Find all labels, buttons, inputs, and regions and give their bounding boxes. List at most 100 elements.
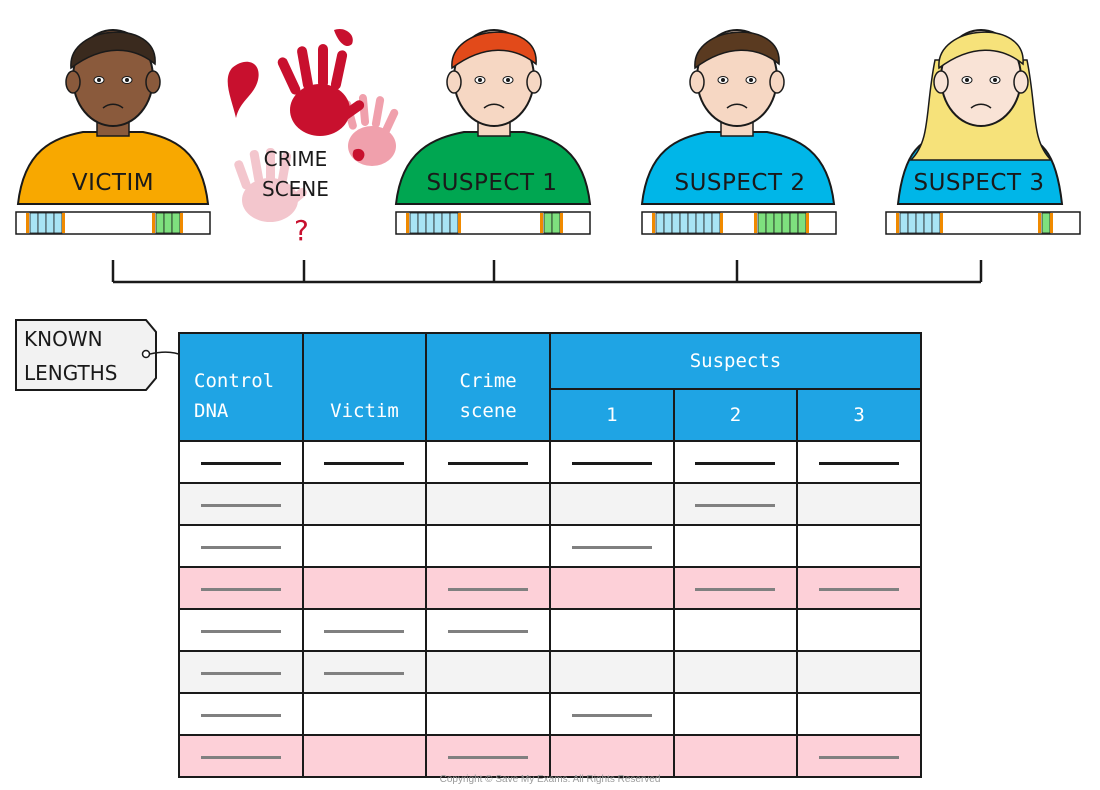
dna-band xyxy=(200,713,281,717)
crime-scene-line1: CRIME xyxy=(263,147,328,171)
dna-band xyxy=(819,461,900,465)
table-cell xyxy=(548,608,675,652)
header-control-line2: DNA xyxy=(194,400,229,422)
table-cell xyxy=(548,482,675,526)
table-cell xyxy=(548,524,675,568)
table-cell xyxy=(301,440,428,484)
table-cell xyxy=(672,482,799,526)
header-crime-line2: scene xyxy=(459,400,517,422)
table-cell xyxy=(301,482,428,526)
table-cell xyxy=(796,692,922,736)
dna-band xyxy=(571,461,652,465)
suspect-3-label: SUSPECT 3 xyxy=(913,170,1045,196)
dna-band xyxy=(448,587,529,591)
table-cell xyxy=(178,524,304,568)
table-cell xyxy=(178,692,304,736)
dna-band xyxy=(324,461,405,465)
table-cell xyxy=(672,524,799,568)
table-cell xyxy=(796,482,922,526)
table-cell xyxy=(796,608,922,652)
table-row xyxy=(178,608,922,652)
callout-line2: LENGTHS xyxy=(24,361,118,385)
table-cell xyxy=(672,566,799,610)
dna-band xyxy=(448,629,529,633)
dna-band xyxy=(324,671,405,675)
table-row xyxy=(178,440,922,484)
dna-band xyxy=(819,755,900,759)
dna-band xyxy=(448,755,529,759)
dna-profile-table: Control DNA Victim Crime scene Suspects … xyxy=(178,332,923,778)
dna-band xyxy=(571,713,652,717)
table-cell xyxy=(548,734,675,778)
header-suspect-2: 2 xyxy=(672,388,799,442)
table-row xyxy=(178,734,922,778)
header-control-line1: Control xyxy=(194,370,275,392)
table-row xyxy=(178,566,922,610)
table-cell xyxy=(301,566,428,610)
table-cell xyxy=(301,692,428,736)
dna-band xyxy=(695,461,776,465)
table-row xyxy=(178,692,922,736)
table-cell xyxy=(301,650,428,694)
callout-line1: KNOWN xyxy=(24,327,103,351)
suspect-1-label: SUSPECT 1 xyxy=(426,170,558,196)
dna-band xyxy=(695,503,776,507)
header-crime-scene: Crime scene xyxy=(425,332,551,442)
dna-band xyxy=(324,629,405,633)
dna-band xyxy=(200,503,281,507)
table-cell xyxy=(672,608,799,652)
table-cell xyxy=(425,524,551,568)
dna-band xyxy=(695,587,776,591)
crime-scene-label: CRIME SCENE xyxy=(262,144,329,204)
table-cell xyxy=(548,440,675,484)
dna-band xyxy=(819,587,900,591)
table-cell xyxy=(796,566,922,610)
table-cell xyxy=(178,608,304,652)
table-cell xyxy=(178,440,304,484)
header-crime-line1: Crime xyxy=(459,370,517,392)
table-cell xyxy=(796,734,922,778)
table-row xyxy=(178,524,922,568)
header-control-dna: Control DNA xyxy=(178,332,304,442)
suspect-2-label: SUSPECT 2 xyxy=(674,170,806,196)
header-suspect-3: 3 xyxy=(796,388,922,442)
table-cell xyxy=(425,440,551,484)
suspects-illustration xyxy=(15,28,1081,284)
dna-band xyxy=(200,755,281,759)
dna-band xyxy=(200,545,281,549)
dna-band xyxy=(200,671,281,675)
dna-band xyxy=(448,461,529,465)
table-cell xyxy=(301,734,428,778)
table-body xyxy=(178,440,922,778)
person-figure xyxy=(394,29,592,235)
dna-band xyxy=(571,545,652,549)
table-row xyxy=(178,482,922,526)
table-cell xyxy=(178,734,304,778)
table-cell xyxy=(425,650,551,694)
table-cell xyxy=(301,524,428,568)
connector-lines xyxy=(111,260,983,284)
table-cell xyxy=(548,566,675,610)
table-cell xyxy=(672,692,799,736)
person-figure xyxy=(885,29,1081,235)
crime-scene-line2: SCENE xyxy=(262,177,329,201)
person-figure xyxy=(15,29,211,235)
table-cell xyxy=(425,692,551,736)
table-cell xyxy=(178,566,304,610)
table-cell xyxy=(425,734,551,778)
header-suspects: Suspects xyxy=(548,332,923,390)
table-cell xyxy=(301,608,428,652)
table-cell xyxy=(672,734,799,778)
table-cell xyxy=(425,482,551,526)
table-cell xyxy=(548,692,675,736)
table-cell xyxy=(425,566,551,610)
dna-band xyxy=(200,461,281,465)
table-cell xyxy=(796,650,922,694)
handprint-icon xyxy=(227,28,399,222)
table-cell xyxy=(672,440,799,484)
table-cell xyxy=(425,608,551,652)
person-figure xyxy=(640,29,837,235)
table-cell xyxy=(178,650,304,694)
victim-label: VICTIM xyxy=(71,170,155,196)
copyright-text: Copyright © Save My Exams. All Rights Re… xyxy=(439,774,661,785)
